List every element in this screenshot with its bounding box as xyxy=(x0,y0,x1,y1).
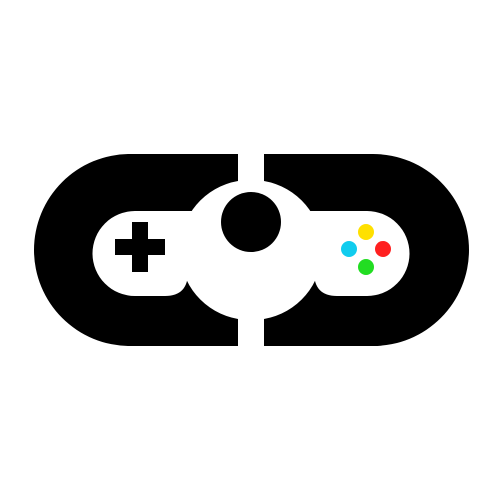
left-button[interactable] xyxy=(341,241,357,257)
top-button[interactable] xyxy=(358,224,374,240)
center-knob-icon xyxy=(221,192,281,252)
bottom-button[interactable] xyxy=(358,259,374,275)
dpad-icon xyxy=(115,222,165,272)
right-button[interactable] xyxy=(375,241,391,257)
action-buttons-icon xyxy=(341,224,391,275)
